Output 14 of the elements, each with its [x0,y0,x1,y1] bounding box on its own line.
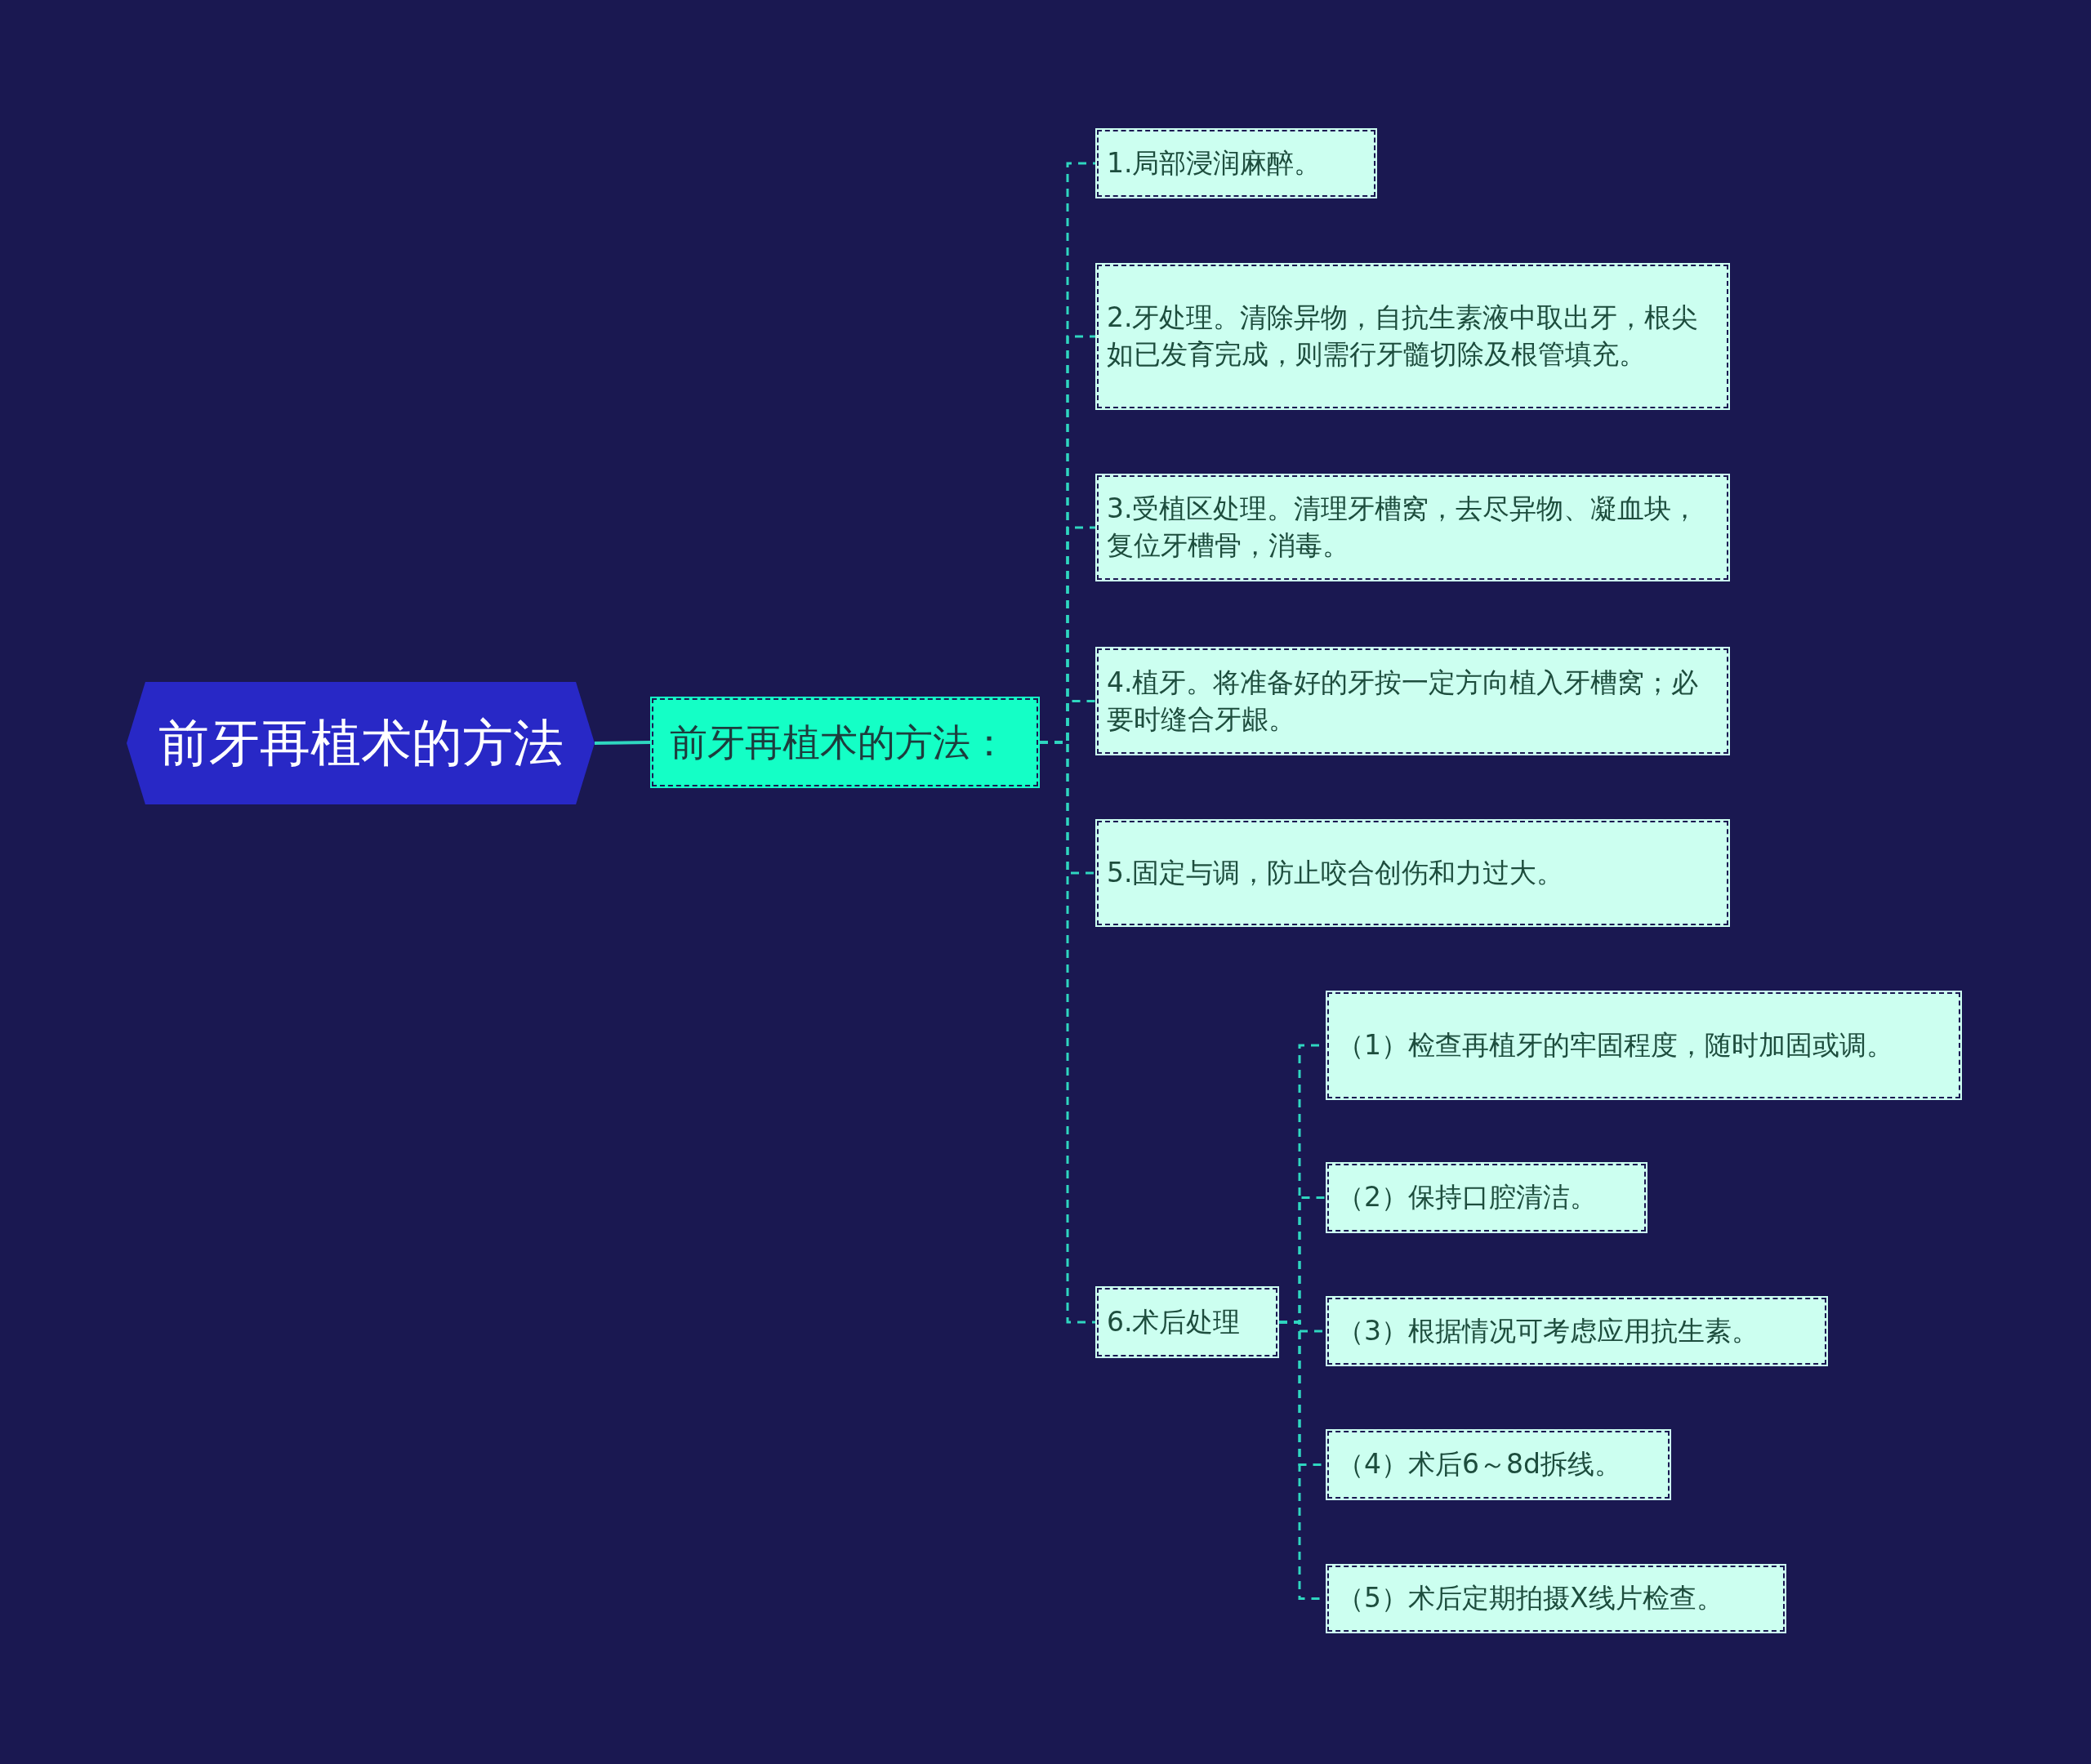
subtopic-box: （5）术后定期拍摄X线片检查。 [1326,1564,1786,1633]
subtopic-box: （4）术后6～8d拆线。 [1326,1429,1671,1500]
topic-box: 前牙再植术的方法： [650,697,1040,788]
subtopic-box: 1.局部浸润麻醉。 [1095,128,1377,198]
subtopic-box: （2）保持口腔清洁。 [1326,1162,1647,1233]
subtopic-box: （1）检查再植牙的牢固程度，随时加固或调。 [1326,991,1962,1100]
subtopic-box: 3.受植区处理。清理牙槽窝，去尽异物、凝血块，复位牙槽骨，消毒。 [1095,474,1730,581]
central-topic-box: 前牙再植术的方法 [127,682,595,804]
subtopic-box: 6.术后处理 [1095,1286,1279,1358]
subtopic-box: 2.牙处理。清除异物，自抗生素液中取出牙，根尖如已发育完成，则需行牙髓切除及根管填充。 [1095,263,1730,410]
subtopic-box: 5.固定与调，防止咬合创伤和力过大。 [1095,819,1730,927]
connector-line [594,741,651,745]
subtopic-box: 4.植牙。将准备好的牙按一定方向植入牙槽窝；必要时缝合牙龈。 [1095,647,1730,755]
subtopic-box: （3）根据情况可考虑应用抗生素。 [1326,1296,1828,1366]
